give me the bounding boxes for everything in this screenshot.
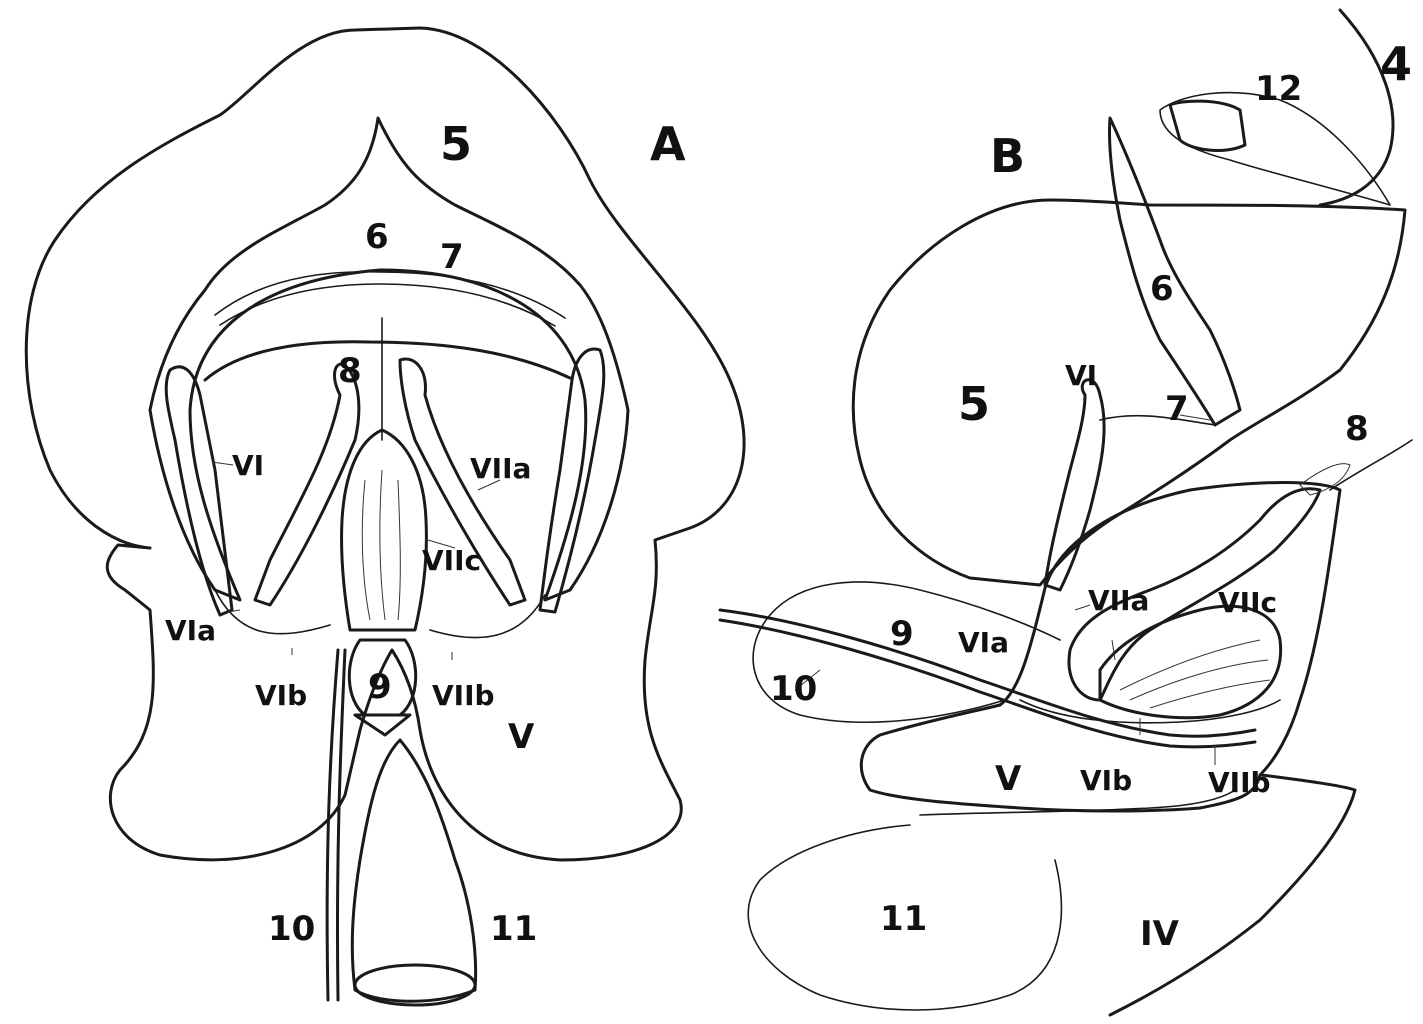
label-b-via: VIa: [958, 626, 1009, 659]
right-loop-viib: [430, 595, 545, 638]
label-b-4: 4: [1380, 37, 1412, 91]
label-a-vi: VI: [232, 449, 264, 482]
sac-11: [352, 740, 475, 1001]
label-b-7: 7: [1165, 389, 1189, 429]
label-b-viic: VIIc: [1218, 586, 1277, 619]
arc-7: [215, 272, 565, 318]
central-sac-folds: [362, 470, 400, 620]
label-a-v: V: [508, 717, 535, 757]
label-b-vib: VIb: [1080, 764, 1132, 797]
label-a-11: 11: [490, 909, 537, 949]
label-b-10: 10: [770, 669, 817, 709]
b-sac-11-top: [920, 790, 1235, 815]
label-a-6: 6: [365, 217, 389, 257]
label-b-6: 6: [1150, 269, 1174, 309]
b-viic-folds: [1120, 640, 1270, 708]
sac-11-rim: [355, 965, 475, 1005]
label-a-vib: VIb: [255, 679, 307, 712]
label-a-7: 7: [440, 237, 464, 277]
stalk-6: [1109, 118, 1240, 425]
panel-b-title: B: [990, 129, 1025, 183]
label-a-10: 10: [268, 909, 315, 949]
label-a-9: 9: [368, 667, 392, 707]
vi-lobe: [1045, 380, 1104, 590]
vi-membrane: [1100, 416, 1215, 425]
central-sac: [342, 430, 427, 630]
label-b-viia: VIIa: [1088, 584, 1149, 617]
panel-a-title: A: [650, 117, 686, 171]
label-b-viib: VIIb: [1208, 766, 1271, 799]
arc-7-inner: [220, 284, 555, 326]
arc-8: [205, 342, 570, 380]
label-a-via: VIa: [165, 614, 216, 647]
label-b-12: 12: [1255, 69, 1302, 109]
label-b-5: 5: [958, 377, 990, 431]
label-b-iv: IV: [1140, 914, 1180, 954]
panel-a: A 5 6 7 8 VI VIIa VIIc VIa VIb VIIb 9 V …: [26, 28, 744, 1005]
panel-b: 4 12 B 6 5 VI 7 8 VIIa VIIc 9 VIa 10 VIb…: [720, 10, 1412, 1015]
label-a-8: 8: [338, 351, 362, 391]
right-arm: [540, 349, 604, 612]
label-a-viib: VIIb: [432, 679, 495, 712]
label-b-11: 11: [880, 899, 927, 939]
label-b-8: 8: [1345, 409, 1369, 449]
structure-12-tip: [1170, 101, 1245, 150]
b-bristle-8: [1330, 440, 1412, 490]
label-b-v: V: [995, 759, 1022, 799]
segment-v-shape: [861, 483, 1340, 812]
tube-10: [327, 650, 345, 1000]
label-a-viia: VIIa: [470, 452, 531, 485]
label-b-9: 9: [890, 614, 914, 654]
left-arm-vi: [166, 367, 232, 615]
label-a-5: 5: [440, 117, 472, 171]
label-a-viic: VIIc: [422, 544, 481, 577]
label-b-vi: VI: [1065, 359, 1097, 392]
